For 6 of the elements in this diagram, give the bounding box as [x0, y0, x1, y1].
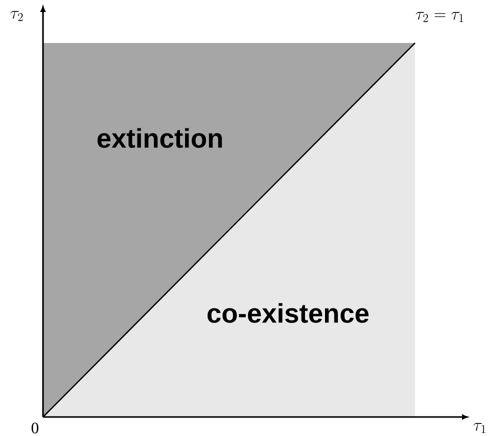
line-label: $\tau_2 = \tau_1$ — [416, 12, 464, 22]
region-label: co-existence — [208, 303, 369, 323]
axis-label: $\tau_1$ — [474, 423, 486, 433]
region-label: extinction — [98, 128, 222, 148]
axis-label: $\tau_2$ — [10, 11, 23, 21]
origin-label: 0 — [32, 422, 38, 434]
